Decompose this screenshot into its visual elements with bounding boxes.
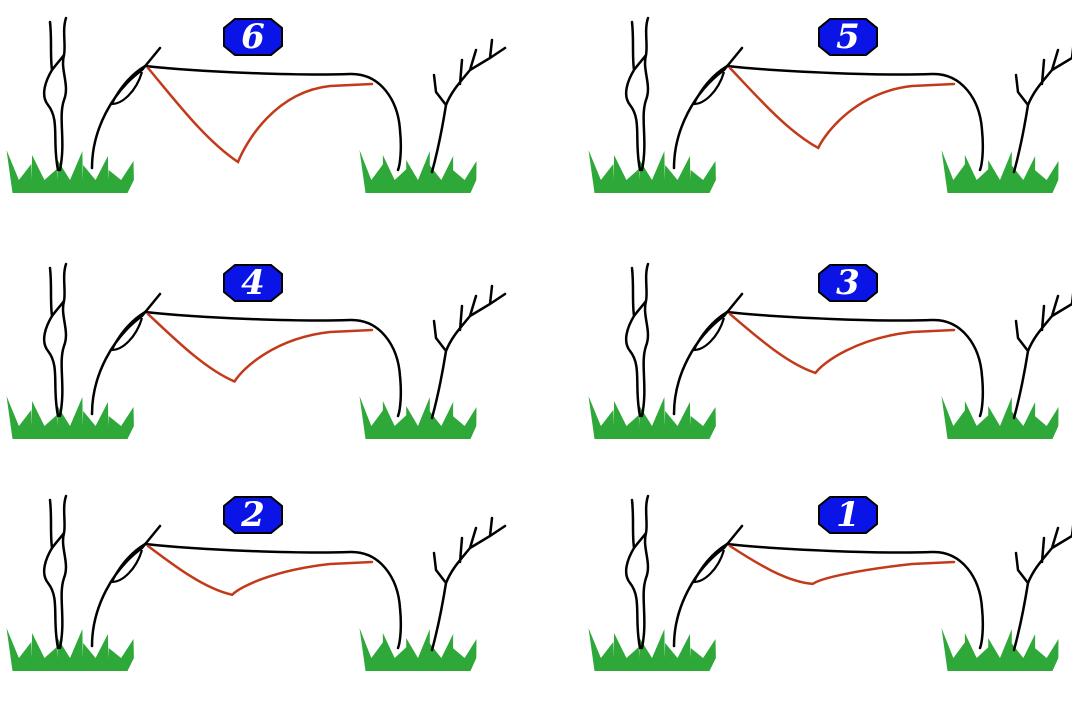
badge-number: 6 bbox=[223, 18, 283, 56]
grass-right bbox=[942, 150, 1059, 193]
step-badge: 4 bbox=[223, 264, 283, 302]
left-tree bbox=[44, 496, 66, 648]
grass-left bbox=[7, 150, 134, 193]
panel-5: 5 bbox=[582, 0, 1072, 223]
right-tree bbox=[1014, 518, 1072, 650]
red-sag-line bbox=[730, 314, 954, 373]
arch-frame bbox=[92, 48, 401, 170]
right-tree bbox=[1014, 40, 1072, 172]
left-tree bbox=[44, 264, 66, 416]
left-tree bbox=[626, 264, 648, 416]
left-tree bbox=[626, 496, 648, 648]
red-sag-line bbox=[730, 68, 954, 148]
right-tree bbox=[432, 40, 505, 172]
grass-left bbox=[589, 150, 716, 193]
panel-4: 4 bbox=[0, 246, 536, 469]
badge-number: 2 bbox=[223, 496, 283, 534]
step-badge: 5 bbox=[818, 18, 878, 56]
grass-left bbox=[589, 628, 716, 671]
grass-right bbox=[360, 396, 477, 439]
left-tree bbox=[626, 18, 648, 170]
arch-frame bbox=[674, 294, 983, 416]
panel-6: 6 bbox=[0, 0, 536, 223]
right-tree bbox=[1014, 286, 1072, 418]
diagram-stage: 6 5 4 3 2 1 bbox=[0, 0, 1072, 671]
red-sag-line bbox=[148, 314, 372, 381]
badge-number: 4 bbox=[223, 264, 283, 302]
left-tree bbox=[44, 18, 66, 170]
badge-number: 1 bbox=[818, 496, 878, 534]
panel-1: 1 bbox=[582, 478, 1072, 701]
badge-number: 5 bbox=[818, 18, 878, 56]
grass-right bbox=[360, 150, 477, 193]
step-badge: 2 bbox=[223, 496, 283, 534]
red-sag-line bbox=[148, 68, 372, 162]
grass-left bbox=[589, 396, 716, 439]
step-badge: 3 bbox=[818, 264, 878, 302]
grass-right bbox=[942, 628, 1059, 671]
arch-frame bbox=[674, 526, 983, 648]
step-badge: 1 bbox=[818, 496, 878, 534]
arch-frame bbox=[92, 294, 401, 416]
right-tree bbox=[432, 518, 505, 650]
grass-left bbox=[7, 628, 134, 671]
arch-frame bbox=[674, 48, 983, 170]
panel-2: 2 bbox=[0, 478, 536, 701]
step-badge: 6 bbox=[223, 18, 283, 56]
arch-frame bbox=[92, 526, 401, 648]
right-tree bbox=[432, 286, 505, 418]
grass-right bbox=[942, 396, 1059, 439]
grass-left bbox=[7, 396, 134, 439]
panel-3: 3 bbox=[582, 246, 1072, 469]
grass-right bbox=[360, 628, 477, 671]
badge-number: 3 bbox=[818, 264, 878, 302]
